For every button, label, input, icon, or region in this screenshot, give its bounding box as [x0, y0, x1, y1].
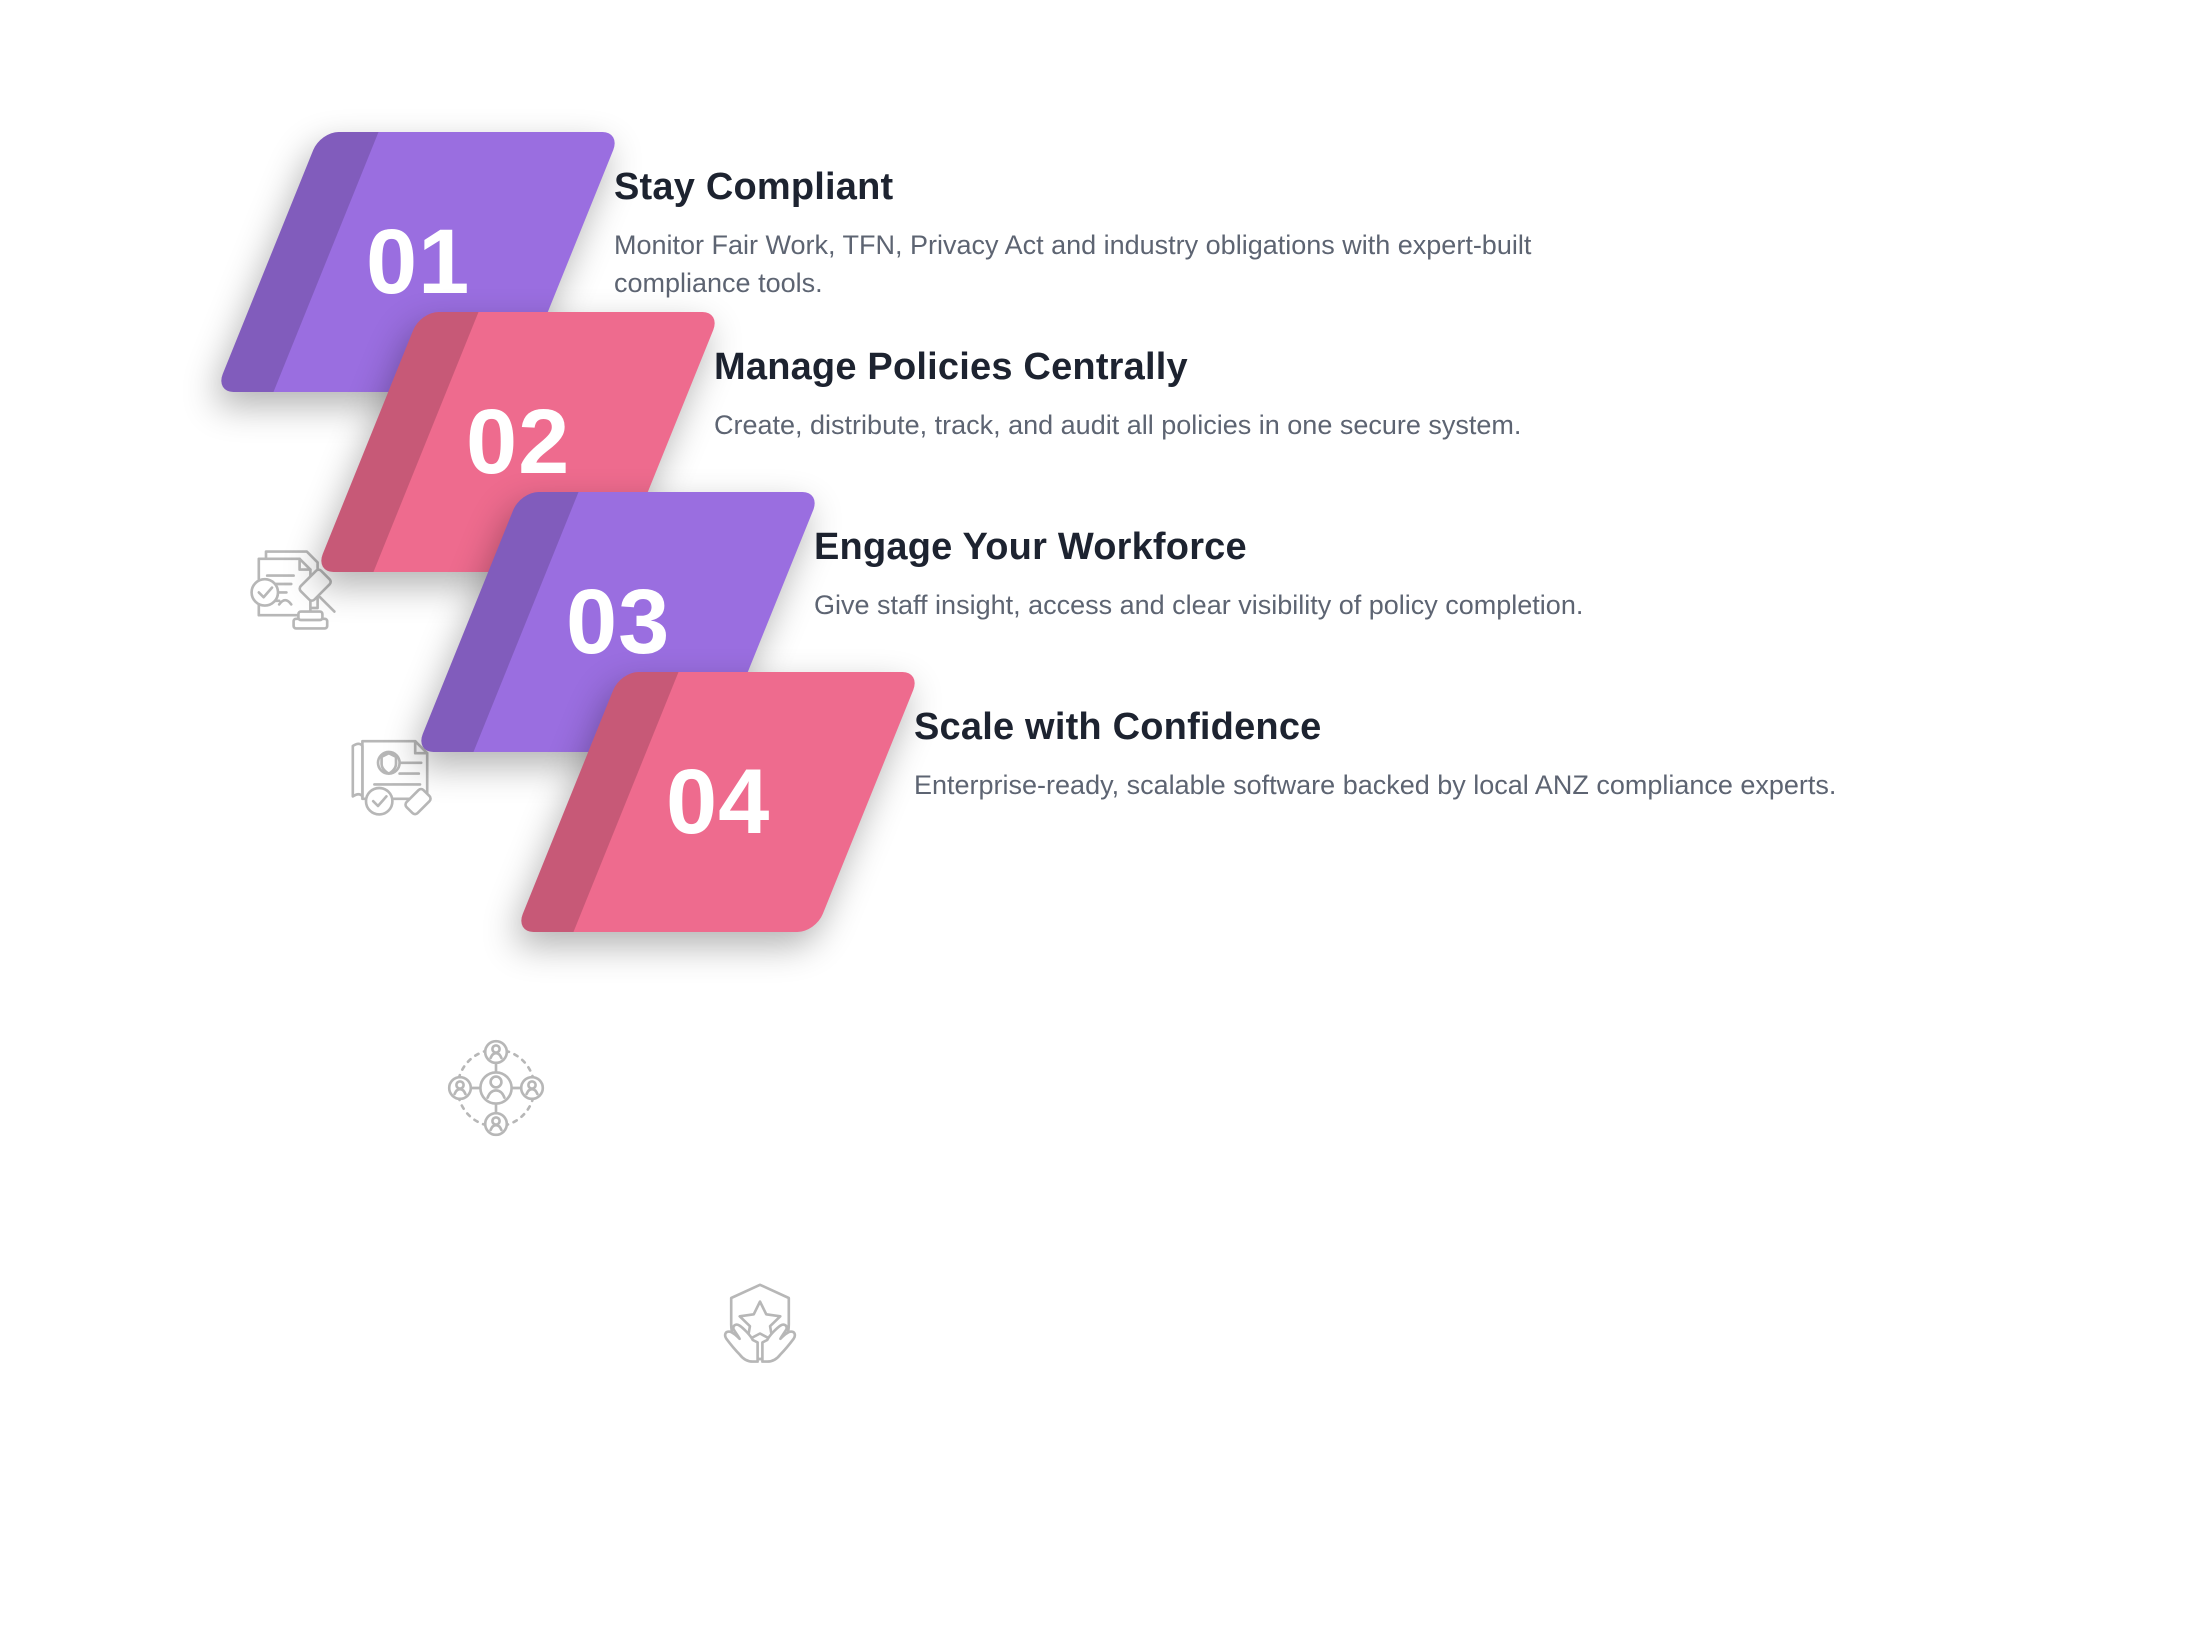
- step-text-block-02: Manage Policies Centrally Create, distri…: [714, 312, 1521, 444]
- step-number-label: 01: [365, 211, 471, 313]
- step-number-tile-04: 04: [515, 672, 921, 932]
- shield-star-hands-icon: [700, 1268, 820, 1388]
- step-row-01: 01 Stay Compliant Monitor Fair Work, TFN…: [215, 132, 1624, 392]
- step-text-block-03: Engage Your Workforce Give staff insight…: [814, 492, 1583, 624]
- step-text-block-04: Scale with Confidence Enterprise-ready, …: [914, 672, 1836, 804]
- step-number-label: 03: [565, 571, 671, 673]
- step-row-04: 04 Scale with Confidence Enterprise-read…: [515, 672, 1836, 932]
- step-body: Create, distribute, track, and audit all…: [714, 409, 1522, 440]
- step-body: Enterprise-ready, scalable software back…: [914, 769, 1837, 800]
- step-body: Give staff insight, access and clear vis…: [814, 589, 1584, 620]
- people-network-icon: [436, 1028, 556, 1148]
- step-text-block-01: Stay Compliant Monitor Fair Work, TFN, P…: [614, 132, 1624, 302]
- certificate-check-icon: [336, 710, 456, 830]
- step-body: Monitor Fair Work, TFN, Privacy Act and …: [614, 229, 1532, 299]
- step-heading: Scale with Confidence: [914, 706, 1322, 748]
- step-row-02: 02 Manage Policies Centrally Create, dis…: [315, 312, 1521, 572]
- step-heading: Manage Policies Centrally: [714, 346, 1188, 388]
- step-row-03: 03 Engage Your Workforce Give staff insi…: [415, 492, 1583, 752]
- document-gavel-icon: [236, 530, 356, 650]
- step-number-label: 04: [665, 751, 771, 853]
- step-heading: Engage Your Workforce: [814, 526, 1247, 568]
- step-number-label: 02: [465, 391, 571, 493]
- step-heading: Stay Compliant: [614, 166, 894, 208]
